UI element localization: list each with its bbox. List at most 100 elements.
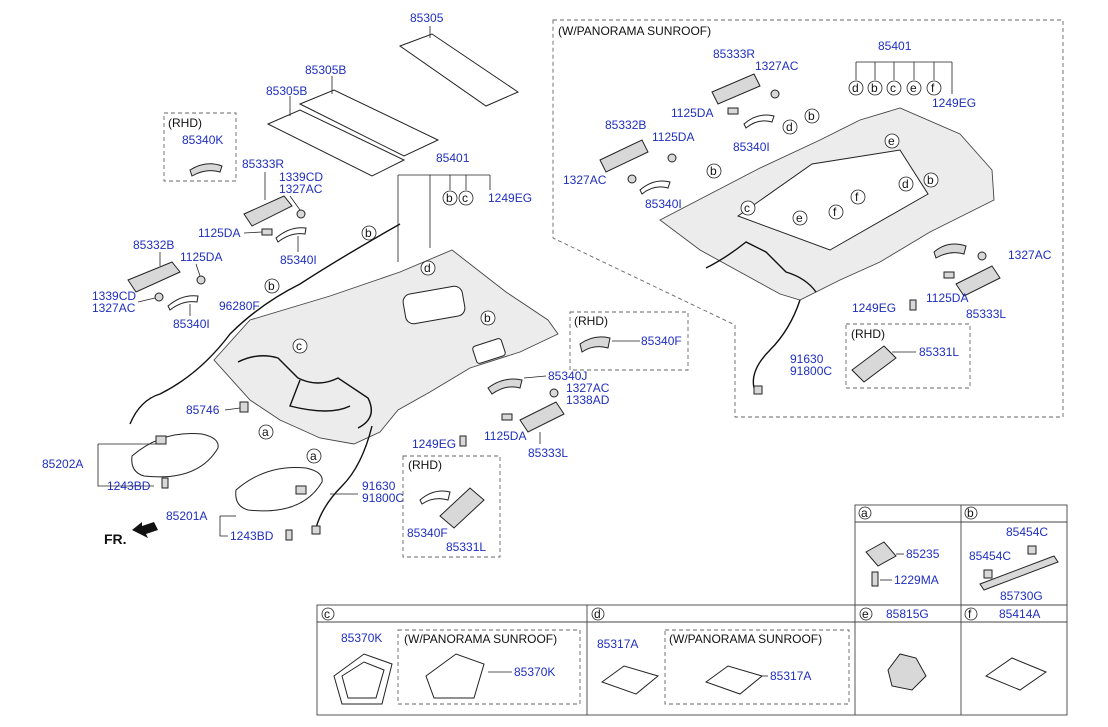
label-pano-85401: 85401 [878, 39, 912, 53]
rhd-box-85340f [569, 311, 689, 371]
callout-pano-b-1: b [871, 81, 878, 95]
harness-96280f [129, 223, 401, 425]
callout-pano-d-3: d [902, 177, 909, 191]
part-85730g-shape [979, 555, 1059, 591]
label-pano-85333r: 85333R [713, 47, 755, 61]
pano-assist-handle-85340i-2 [639, 180, 671, 195]
label-pano-1327ac-3: 1327AC [1008, 248, 1052, 262]
rhd-box-85331l [402, 455, 501, 558]
label-85340i-2: 85340I [173, 317, 210, 331]
callout-pano-e-3: e [888, 134, 895, 148]
assist-handle-85340i-2 [167, 295, 199, 311]
headlining-map-lamp-opening [472, 338, 506, 364]
label-85305b-1: 85305B [305, 63, 346, 77]
callout-pano-e-2: e [796, 211, 803, 225]
rhd-label-3: (RHD) [408, 458, 442, 472]
label-1327ac-3: 1327AC [566, 381, 610, 395]
legend-c-pano-85370k: 85370K [514, 665, 555, 679]
callout-a-1: a [262, 425, 269, 439]
label-pano-91800c: 91800C [790, 364, 832, 378]
screw-1243bd-2 [285, 529, 293, 541]
legend-cell-c: c 85370K (W/PANORAMA SUNROOF) 85370K [321, 607, 581, 705]
label-1339cd-1: 1339CD [279, 170, 323, 184]
label-pano-85340i-1: 85340I [733, 140, 770, 154]
pano-clip-1327ac-2 [627, 174, 637, 184]
legend-cell-b: b 85454C 85454C 85730G [964, 506, 1059, 603]
rhd-box-85340k [163, 112, 237, 182]
pano-bracket-85332b [599, 139, 649, 173]
bracket-85333r [243, 195, 293, 227]
pano-assist-handle-85340i-1 [743, 114, 775, 129]
callout-pano-f-2: f [833, 205, 837, 219]
headlining-harness-91630 [315, 425, 373, 529]
callout-pano-f-1: f [931, 81, 935, 95]
label-1243bd-1: 1243BD [107, 479, 151, 493]
part-85815g-shape [887, 653, 927, 691]
screw-1125da-1 [261, 228, 273, 236]
pano-screw-1125da-2 [667, 153, 677, 163]
label-85333l: 85333L [528, 446, 568, 460]
harness-connector [311, 525, 321, 535]
label-pano-1249eg-1: 1249EG [932, 96, 976, 110]
label-85332b: 85332B [133, 238, 174, 252]
screw-1125da-2 [196, 275, 206, 285]
legend-b-85454c-2: 85454C [969, 549, 1011, 563]
legend-letter-f: f [968, 607, 972, 621]
legend-a-1229ma: 1229MA [894, 573, 939, 587]
sunroof-shield-85305b-upper [298, 89, 440, 157]
legend-d-pano-title: (W/PANORAMA SUNROOF) [669, 632, 822, 646]
callout-pano-c-2: c [744, 201, 750, 215]
pano-bracket-85333r [711, 73, 761, 105]
legend-letter-c: c [324, 607, 330, 621]
label-85305: 85305 [410, 11, 444, 25]
label-1125da-1: 1125DA [198, 226, 240, 240]
assist-handle-85340i-1 [275, 227, 307, 243]
legend-c-85370k: 85370K [341, 631, 382, 645]
legend-e-85815g: 85815G [886, 607, 929, 621]
label-pano-1327ac-1: 1327AC [755, 59, 799, 73]
legend-cell-f: f 85414A [964, 607, 1048, 691]
callout-a-2: a [310, 449, 317, 463]
callout-pano-e-1: e [910, 81, 917, 95]
headlining-wiring [237, 355, 372, 429]
legend-cell-e: e 85815G [859, 607, 929, 691]
clip-1327ac-2 [154, 292, 164, 302]
legend-letter-b: b [967, 506, 974, 520]
label-1243bd-2: 1243BD [230, 529, 274, 543]
callout-pano-b-4: b [927, 173, 934, 187]
label-85746: 85746 [186, 403, 220, 417]
label-pano-1249eg-2: 1249EG [852, 301, 896, 315]
pano-bracket-85331l [851, 345, 897, 383]
pano-rhd-box [845, 323, 971, 389]
part-85317a-pano-shape [704, 665, 764, 695]
callout-b-4: b [484, 311, 491, 325]
label-pano-1125da-1: 1125DA [671, 106, 713, 120]
callout-c-2: c [462, 191, 468, 205]
label-1327ac-2: 1327AC [92, 301, 136, 315]
legend-f-85414a: 85414A [999, 607, 1040, 621]
label-85340f-2: 85340F [407, 526, 448, 540]
part-85454c-shape-2 [983, 569, 993, 579]
label-pano-1125da-2: 1125DA [652, 130, 694, 144]
sunvisor-85201a [235, 466, 323, 512]
label-85340k: 85340K [182, 133, 223, 147]
pano-rhd-label: (RHD) [851, 327, 885, 341]
callout-b-2: b [365, 226, 372, 240]
pano-assist-handle-right [933, 243, 967, 259]
callout-d-1: d [424, 261, 431, 275]
label-85202a: 85202A [42, 457, 83, 471]
pano-screw-1249eg-2 [909, 299, 917, 311]
label-1125da-3: 1125DA [484, 429, 526, 443]
pano-bracket-85333l [955, 265, 1001, 297]
front-direction-label: FR. [104, 531, 127, 547]
legend-c-pano-title: (W/PANORAMA SUNROOF) [404, 632, 557, 646]
part-85414a-shape [984, 657, 1048, 691]
assist-handle-85340f-1 [579, 336, 611, 353]
panorama-harness-connector [753, 385, 763, 395]
callout-b-1: b [268, 279, 275, 293]
legend-a-85235: 85235 [906, 547, 940, 561]
legend-cell-a: a 85235 1229MA [858, 506, 940, 587]
pano-screw-1125da-3 [943, 271, 955, 279]
rhd-label-1: (RHD) [168, 116, 202, 130]
